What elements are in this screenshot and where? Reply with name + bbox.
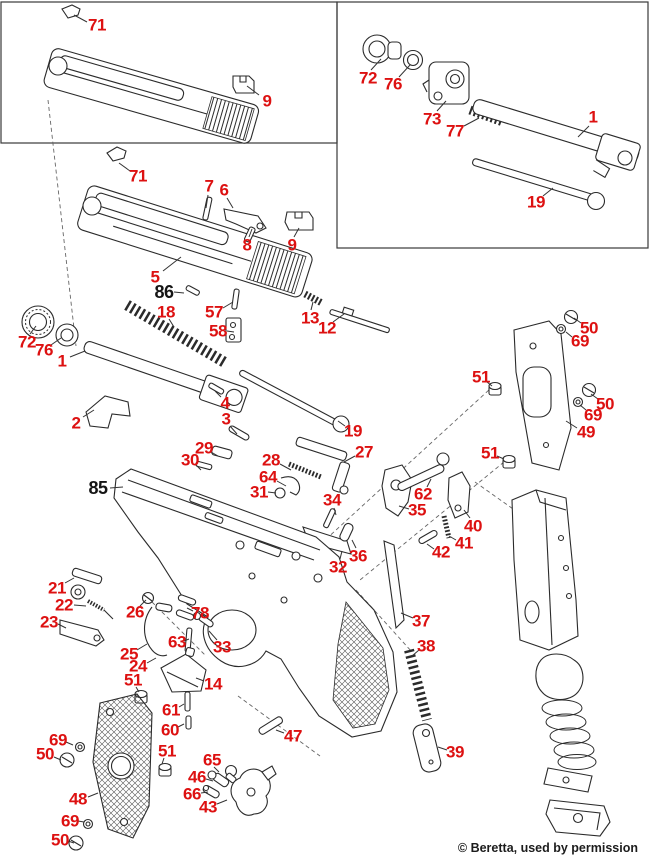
pin-57 <box>231 288 240 310</box>
barrel-inset-box <box>336 1 649 249</box>
hammer-cluster <box>202 764 277 816</box>
spring-cap-39 <box>412 723 442 773</box>
backstrap-wedge-14 <box>160 647 207 693</box>
ring-72 <box>21 305 55 339</box>
left-grip-panel-48 <box>59 693 153 851</box>
spring-41 <box>441 515 452 539</box>
front-sight-71 <box>106 146 127 162</box>
pin-4 <box>208 382 225 395</box>
slide-main-drawing <box>77 146 314 298</box>
pin-42 <box>418 529 438 545</box>
pin-30 <box>195 460 213 471</box>
magazine-spring <box>541 699 597 770</box>
pin-61 <box>184 691 191 712</box>
pin-33 <box>192 611 214 628</box>
screw-50d <box>68 835 84 851</box>
strut-46 <box>207 770 230 788</box>
lever-29 <box>211 445 233 460</box>
pin-47 <box>258 716 284 735</box>
pin-34 <box>323 508 336 529</box>
hammer-spring-38 <box>404 648 432 722</box>
release-23 <box>59 619 105 647</box>
stud-65 <box>224 764 238 784</box>
barrel-1-inset <box>472 99 641 179</box>
screw-50c <box>59 752 75 768</box>
screw-50a <box>563 309 579 325</box>
bushing-51b <box>502 454 516 469</box>
frame-85-drawing <box>113 468 398 738</box>
slide-stop-21 <box>70 567 103 600</box>
catch-40 <box>447 471 471 519</box>
plate-58 <box>225 317 242 343</box>
washer-69c <box>74 741 86 753</box>
leader-lines <box>29 14 599 844</box>
bushing-51d <box>158 762 172 777</box>
slide-inset-drawing <box>43 4 260 144</box>
screw-50b <box>581 382 597 398</box>
barrel-main-drawing <box>21 305 350 441</box>
firing-pin-12 <box>329 306 390 334</box>
muzzle-cap-72 <box>362 34 402 64</box>
guide-rod-19-main <box>239 369 350 433</box>
recoil-spring-18 <box>124 300 227 367</box>
ring-76 <box>55 323 79 347</box>
plunger-31 <box>274 487 286 499</box>
left-parts-cluster <box>59 567 284 777</box>
right-grip-panel-49 <box>513 309 597 471</box>
sear-35 <box>381 464 413 517</box>
washer-69b <box>572 396 584 408</box>
safety-lever-6 <box>223 208 267 234</box>
pin-3 <box>228 425 250 441</box>
pins-78 <box>175 594 197 621</box>
lever-62 <box>397 464 445 492</box>
spring-blade-37 <box>383 540 405 630</box>
hammer-43 <box>230 765 277 816</box>
locking-block-2 <box>85 395 131 429</box>
lever-66 <box>202 784 220 799</box>
copyright-notice: © Beretta, used by permission <box>457 841 638 855</box>
guide-rod-19-inset <box>472 158 606 211</box>
washer-69d <box>82 818 94 830</box>
spring-64 <box>280 476 301 496</box>
sear-cluster <box>381 381 516 545</box>
trigger-25-24 <box>143 602 173 657</box>
pin-60 <box>185 715 192 730</box>
bushing-51a <box>488 381 502 396</box>
mainspring-column <box>383 540 442 773</box>
trigger-bar-27 <box>295 436 348 461</box>
bushing-76 <box>402 49 424 71</box>
firing-pin-7 <box>202 196 213 221</box>
magazine-follower <box>535 653 584 701</box>
spring-13 <box>303 290 324 307</box>
pin-86 <box>185 285 200 296</box>
barrel-inset-drawing <box>362 34 641 211</box>
sleeve-36 <box>339 522 354 542</box>
rear-sight-9 <box>284 211 314 231</box>
locking-block-73 <box>422 61 470 105</box>
spring-28 <box>288 461 322 480</box>
front-sight-inset <box>61 4 81 19</box>
washer-69a <box>555 323 567 335</box>
spring-22 <box>87 599 114 620</box>
magazine-drawing <box>511 489 611 837</box>
rear-sight-inset <box>232 75 255 94</box>
